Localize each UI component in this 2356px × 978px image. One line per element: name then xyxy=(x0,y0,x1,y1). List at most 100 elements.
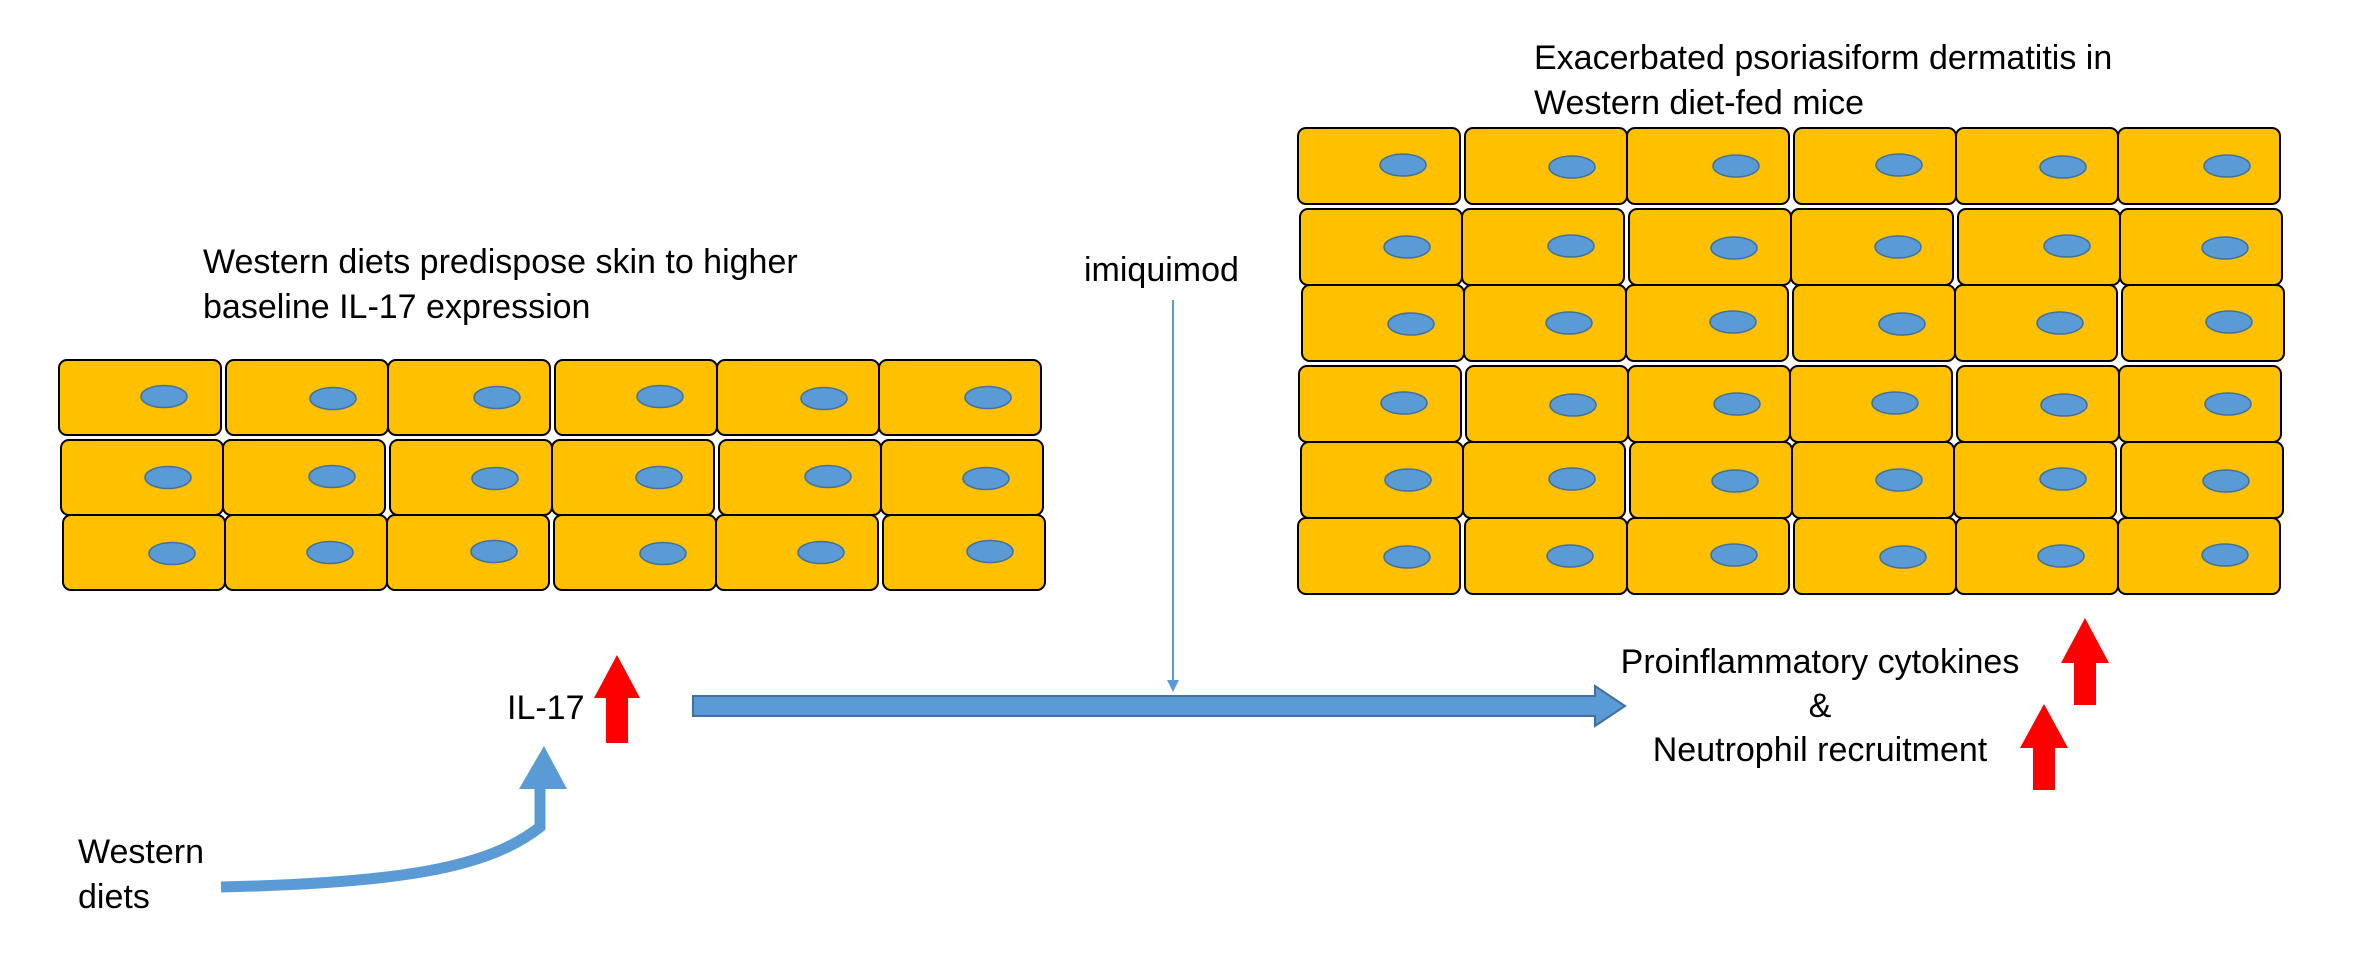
skin-cell xyxy=(58,359,222,436)
skin-cell xyxy=(2121,284,2285,362)
cell-nucleus xyxy=(635,465,683,490)
right-panel-caption-line2: Western diet-fed mice xyxy=(1534,84,1865,122)
skin-cell xyxy=(882,514,1046,591)
skin-cell xyxy=(715,514,879,591)
skin-cell xyxy=(1629,441,1793,519)
neutrophil-recruitment-label: Neutrophil recruitment xyxy=(1652,731,1988,769)
skin-cell xyxy=(1625,284,1789,362)
right-panel-caption-line1: Exacerbated psoriasiform dermatitis in xyxy=(1534,39,2113,77)
skin-cell xyxy=(1793,127,1957,205)
cell-nucleus xyxy=(804,464,852,489)
skin-cell xyxy=(1465,365,1629,443)
skin-cell xyxy=(1626,517,1790,595)
cell-nucleus xyxy=(1383,235,1431,259)
skin-cell xyxy=(878,359,1042,436)
western-diets-label: Western diets xyxy=(78,830,204,920)
cell-nucleus xyxy=(1710,543,1758,567)
skin-cell xyxy=(1953,441,2117,519)
cell-nucleus xyxy=(1547,234,1595,258)
skin-cell xyxy=(1298,365,1462,443)
cell-nucleus xyxy=(473,385,521,410)
skin-cell xyxy=(1792,284,1956,362)
cell-nucleus xyxy=(1546,544,1594,568)
skin-cell xyxy=(60,439,224,516)
skin-cell xyxy=(1791,441,1955,519)
left-panel-caption: Western diets predispose skin to higher … xyxy=(203,240,798,330)
cell-nucleus xyxy=(2043,234,2091,258)
il17-label: IL-17 xyxy=(507,689,585,727)
skin-cell xyxy=(554,359,718,436)
cell-nucleus xyxy=(2201,543,2249,567)
cell-nucleus xyxy=(1709,310,1757,334)
cell-nucleus xyxy=(148,541,196,566)
skin-cell xyxy=(2117,127,2281,205)
cell-nucleus xyxy=(2205,310,2253,334)
cytokines-increase-icon xyxy=(2061,618,2109,705)
skin-cell xyxy=(1793,517,1957,595)
cell-nucleus xyxy=(2040,393,2088,417)
western-diets-label-line2: diets xyxy=(78,878,150,916)
cell-nucleus xyxy=(636,384,684,409)
western-diet-curve xyxy=(220,785,546,893)
skin-cell xyxy=(1299,208,1463,286)
skin-cell xyxy=(1300,441,1464,519)
skin-cell xyxy=(2120,441,2284,519)
skin-cell xyxy=(1627,365,1791,443)
cell-nucleus xyxy=(2203,154,2251,178)
skin-cell xyxy=(225,359,389,436)
cell-nucleus xyxy=(1387,312,1435,336)
skin-cell xyxy=(1463,284,1627,362)
skin-cell xyxy=(1462,441,1626,519)
skin-cell xyxy=(1297,517,1461,595)
cell-nucleus xyxy=(964,385,1012,410)
skin-cell xyxy=(2118,365,2282,443)
skin-cell xyxy=(222,439,386,516)
skin-cell xyxy=(1464,517,1628,595)
skin-cell xyxy=(1301,284,1465,362)
cell-nucleus xyxy=(1710,236,1758,260)
cell-nucleus xyxy=(1878,312,1926,336)
skin-cell xyxy=(1955,517,2119,595)
cell-nucleus xyxy=(1380,391,1428,415)
il17-increase-icon xyxy=(594,655,640,743)
cell-nucleus xyxy=(1871,391,1919,415)
neutrophil-increase-icon xyxy=(2020,704,2068,790)
imiquimod-stimulus-arrowhead xyxy=(1167,680,1179,692)
skin-cell xyxy=(1956,365,2120,443)
cell-nucleus xyxy=(1549,393,1597,417)
skin-cell xyxy=(1954,284,2118,362)
cell-nucleus xyxy=(2039,467,2087,491)
skin-cell xyxy=(880,439,1044,516)
cell-nucleus xyxy=(1711,469,1759,493)
cell-nucleus xyxy=(966,539,1014,564)
cell-nucleus xyxy=(1875,468,1923,492)
cell-nucleus xyxy=(639,541,687,566)
proinflammatory-cytokines-label: Proinflammatory cytokines xyxy=(1620,643,2020,681)
cell-nucleus xyxy=(140,384,188,409)
cell-nucleus xyxy=(1548,467,1596,491)
skin-cell xyxy=(718,439,882,516)
skin-cell xyxy=(1626,127,1790,205)
left-panel-caption-line1: Western diets predispose skin to higher xyxy=(203,243,798,281)
skin-cell xyxy=(1464,127,1628,205)
cell-nucleus xyxy=(1548,155,1596,179)
western-diet-arrowhead xyxy=(519,746,567,789)
cell-nucleus xyxy=(1384,468,1432,492)
cell-nucleus xyxy=(306,540,354,565)
cell-nucleus xyxy=(2201,236,2249,260)
progression-arrow xyxy=(692,684,1627,728)
cell-nucleus xyxy=(2204,392,2252,416)
skin-cell xyxy=(551,439,715,516)
cell-nucleus xyxy=(2202,469,2250,493)
cell-nucleus xyxy=(962,466,1010,491)
skin-cell xyxy=(553,514,717,591)
cell-nucleus xyxy=(800,386,848,411)
skin-cell xyxy=(2117,517,2281,595)
cell-nucleus xyxy=(2039,155,2087,179)
cell-nucleus xyxy=(2036,311,2084,335)
cell-nucleus xyxy=(797,540,845,565)
skin-cell xyxy=(387,359,551,436)
left-panel-caption-line2: baseline IL-17 expression xyxy=(203,288,591,326)
right-skin-tissue xyxy=(1297,127,2285,595)
